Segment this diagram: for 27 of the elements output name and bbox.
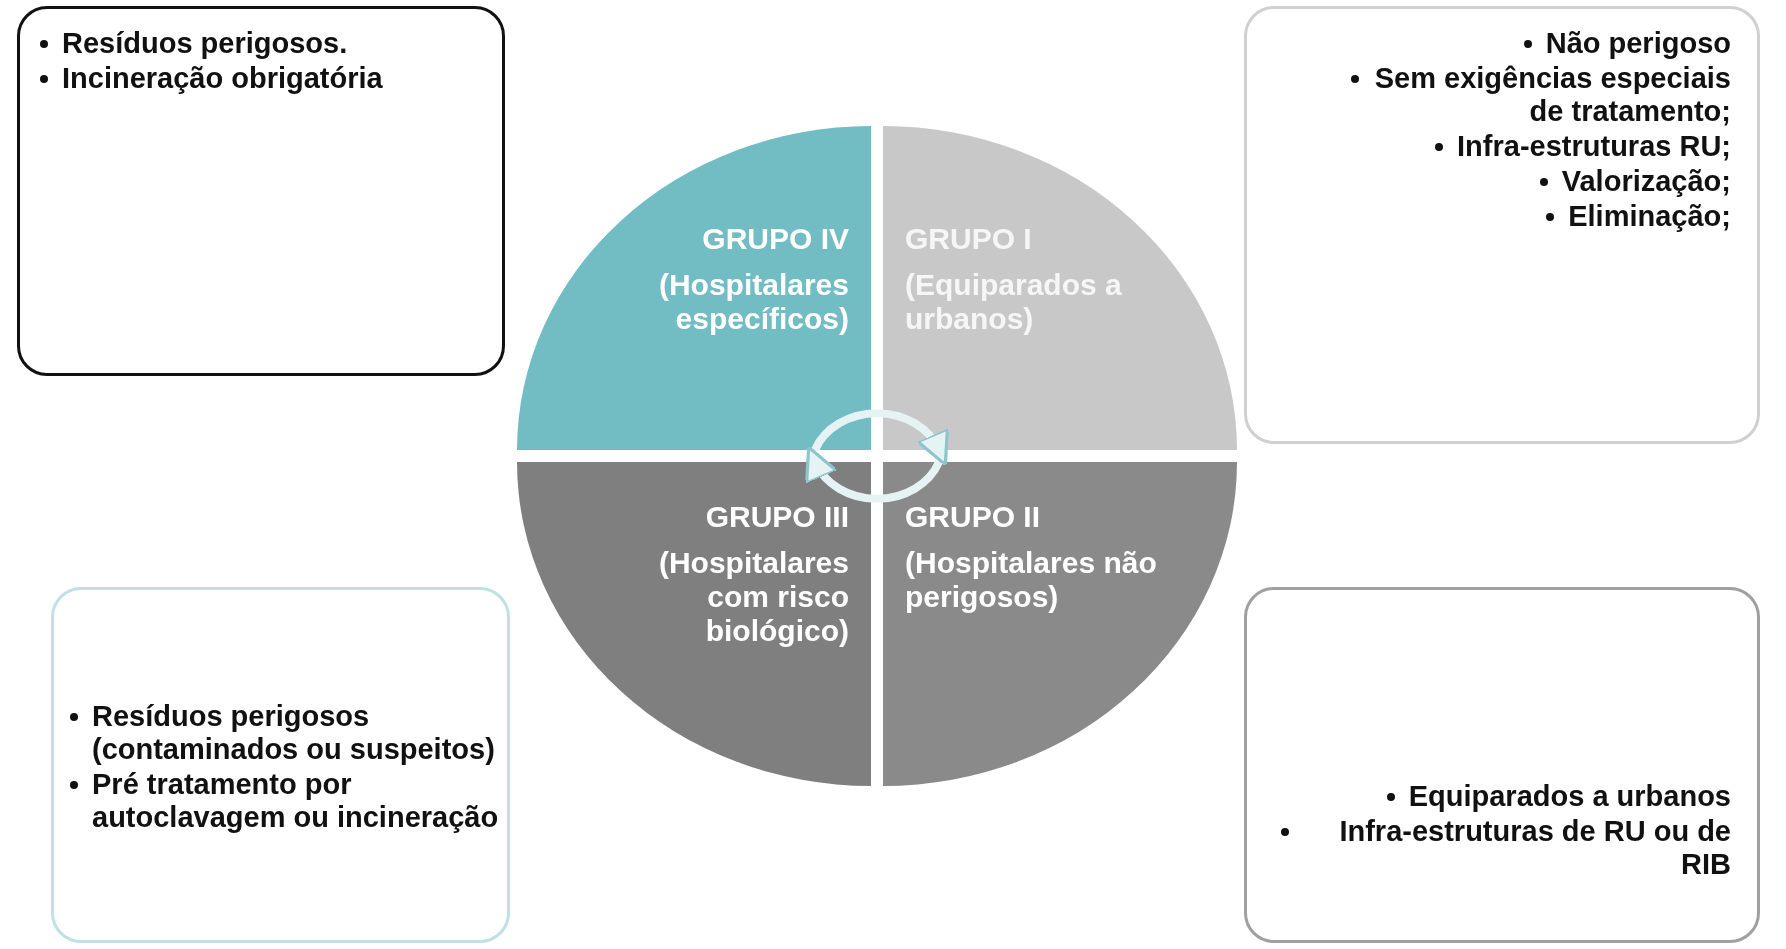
list-item-text: Infra-estruturas de RU ou de RIB <box>1338 815 1731 881</box>
quadrant-segment <box>517 126 871 450</box>
list-item-text: Resíduos perigosos (contaminados ou suspeitos) <box>92 700 496 766</box>
text-panel <box>1244 6 1760 444</box>
cycle-arrow <box>806 446 943 503</box>
quadrant-segment <box>883 126 1237 450</box>
list-item-text: Resíduos perigosos. <box>62 27 348 60</box>
text-panel <box>51 587 510 943</box>
group-heading: GRUPO IV <box>701 222 849 256</box>
list-item-text: Equiparados a urbanos <box>1408 780 1731 813</box>
list-item-text: Incineração obrigatória <box>62 62 383 95</box>
text-panel <box>17 6 505 376</box>
cycle-arrow <box>811 409 948 466</box>
group-description: (Hospitalares com risco biológico) <box>657 546 849 648</box>
quadrant-segment <box>517 462 871 786</box>
quadrant-segment <box>883 462 1237 786</box>
list-item-text: Infra-estruturas RU; <box>1457 130 1731 163</box>
group-heading: GRUPO III <box>704 500 849 534</box>
list-item-text: Pré tratamento por autoclavagem ou incineração <box>92 768 500 834</box>
list-item-text: Sem exigências especiais de tratamento; <box>1373 62 1731 128</box>
text-panel <box>1244 587 1760 943</box>
list-item-text: Valorização; <box>1561 165 1731 198</box>
group-description: (Hospitalares não perigosos) <box>905 546 1158 614</box>
group-description: (Hospitalares específicos) <box>657 268 849 336</box>
list-item-text: Não perigoso <box>1545 27 1731 60</box>
list-item-text: Eliminação; <box>1568 200 1731 233</box>
group-heading: GRUPO II <box>905 500 1041 534</box>
